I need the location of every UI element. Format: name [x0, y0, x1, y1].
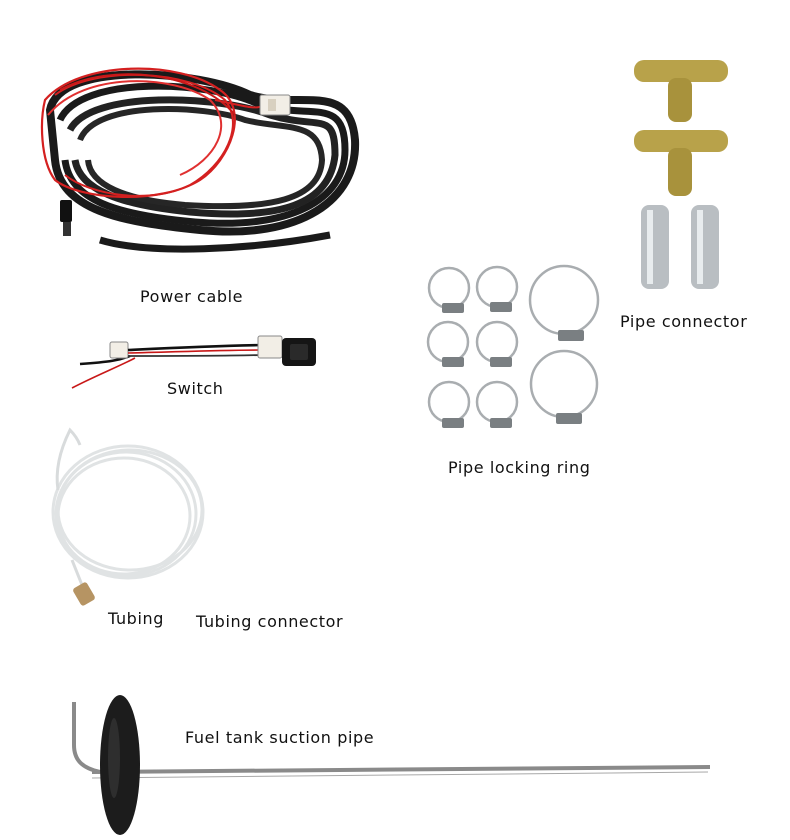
tubing-image	[51, 427, 205, 591]
pipe-connector-image	[634, 60, 728, 289]
pipe-locking-ring-image	[426, 264, 600, 424]
tubing-label: Tubing	[108, 609, 164, 628]
tubing-connector-image	[73, 582, 95, 606]
tubing-connector-label: Tubing connector	[196, 612, 344, 631]
pipe-connector-label: Pipe connector	[620, 312, 748, 331]
fuel-tank-suction-pipe-label: Fuel tank suction pipe	[185, 728, 375, 747]
pipe-locking-ring-label: Pipe locking ring	[448, 458, 591, 477]
fuel-tank-suction-pipe-image	[72, 695, 711, 835]
clamp-screws	[442, 302, 584, 428]
switch-image	[71, 335, 316, 389]
power-cable-image	[40, 67, 360, 253]
switch-label: Switch	[167, 379, 224, 398]
power-cable-label: Power cable	[140, 287, 244, 306]
